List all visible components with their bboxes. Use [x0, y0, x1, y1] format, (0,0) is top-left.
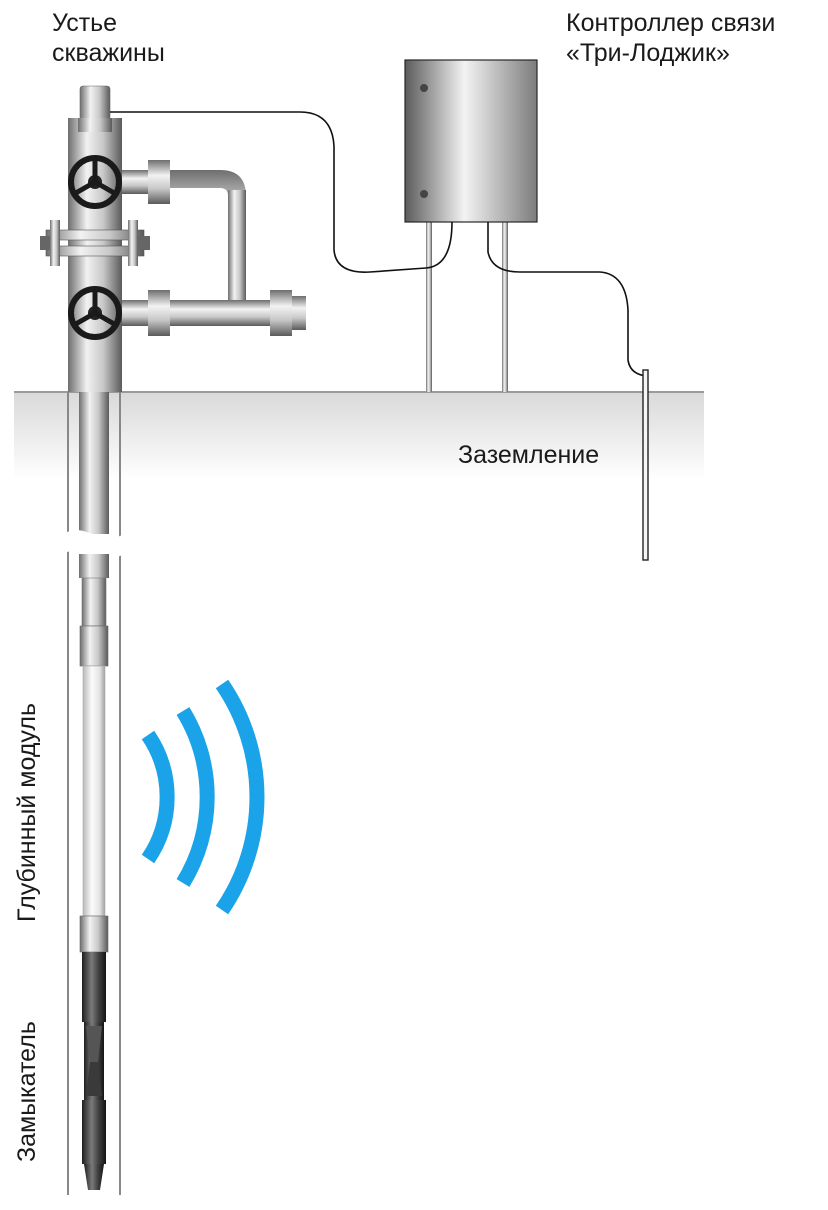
- label-wellhead-line1: Устье: [52, 9, 118, 37]
- tubing-lower: [79, 554, 109, 578]
- wellhead-flange: [45, 229, 145, 241]
- tubing-upper: [79, 392, 109, 534]
- label-wellhead-line2: скважины: [52, 39, 165, 67]
- label-closer: Замыкатель: [13, 1021, 41, 1162]
- label-controller-line2: «Три-Лоджик»: [566, 39, 730, 67]
- cabinet-hinge-bottom: [420, 190, 428, 198]
- label-grounding: Заземление: [458, 441, 600, 469]
- controller-cabinet: [404, 59, 538, 392]
- signal-cable: [110, 111, 453, 273]
- label-wellhead: Устье скважины: [52, 8, 165, 68]
- grounding-rod: [642, 369, 649, 561]
- wellhead-cap: [79, 85, 111, 121]
- wellhead-assembly: [40, 85, 150, 392]
- soil-gradient: [14, 392, 704, 480]
- label-controller-line1: Контроллер связи: [566, 9, 776, 37]
- signal-wave-middle: [176, 707, 215, 887]
- signal-waves: [141, 679, 265, 915]
- closer-device: [82, 952, 106, 1190]
- cabinet-hinge-top: [420, 84, 428, 92]
- label-controller: Контроллер связи «Три-Лоджик»: [566, 8, 775, 68]
- valve-upper: [68, 155, 122, 209]
- valve-lower: [68, 286, 122, 340]
- signal-wave-outer: [215, 679, 265, 915]
- well-casing: [67, 392, 121, 1195]
- label-deep-module: Глубинный модуль: [13, 703, 41, 922]
- signal-wave-inner: [141, 730, 175, 864]
- deep-module: [79, 577, 109, 953]
- tubing-break-mark: [64, 529, 124, 559]
- grounding-cable: [487, 222, 647, 377]
- side-piping: [122, 160, 306, 336]
